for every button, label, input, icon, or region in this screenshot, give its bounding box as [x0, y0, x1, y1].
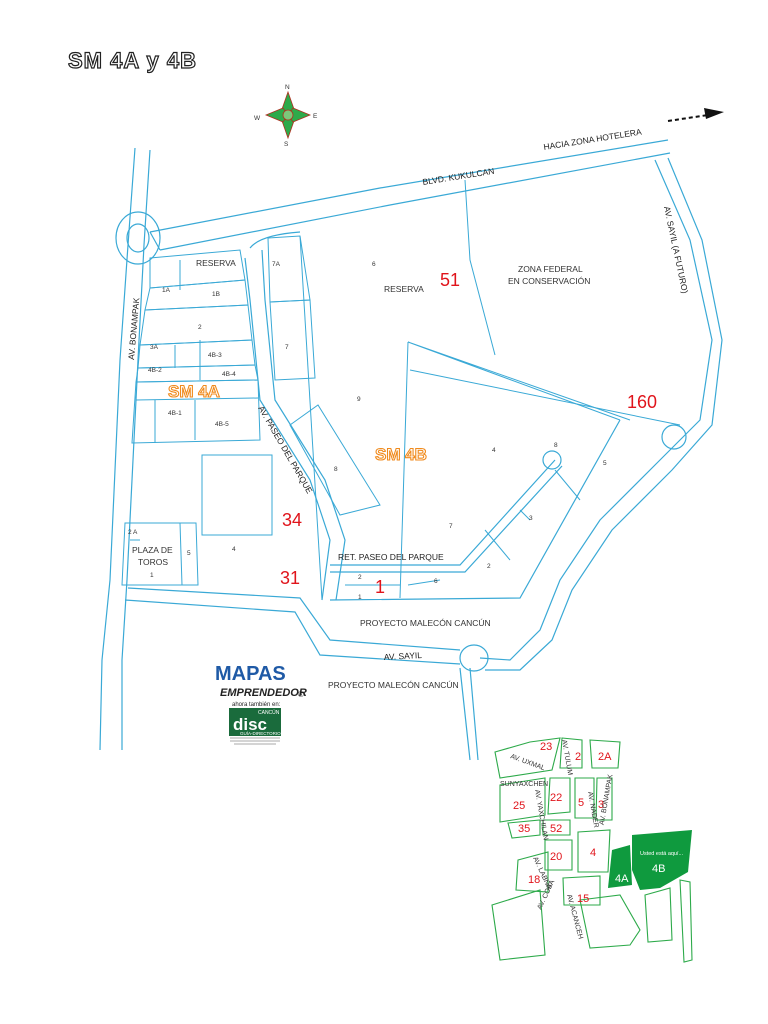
- hacia-label: HACIA ZONA HOTELERA: [543, 127, 643, 152]
- inset-4a-area: [608, 845, 632, 888]
- compass-n: N: [285, 84, 290, 91]
- logo-registered: ®: [298, 690, 304, 699]
- av-paseo-del-parque: [244, 231, 346, 601]
- lot-2b: 2: [487, 563, 491, 570]
- lots-sm4a: [121, 249, 273, 586]
- inset-4a: 4A: [615, 873, 629, 885]
- lot-7b: 7: [449, 523, 453, 530]
- lot-2: 2: [198, 324, 202, 331]
- malecon-label-2: PROYECTO MALECÓN CANCÚN: [328, 680, 459, 690]
- sm-number-51: 51: [440, 270, 460, 290]
- inset-52: 52: [550, 823, 562, 835]
- sm-number-160: 160: [627, 392, 657, 412]
- compass-w: W: [254, 115, 261, 122]
- arrow-icon: [667, 108, 724, 122]
- mapas-emprendedor-logo: MAPAS EMPRENDEDOR ® ahora también en: CA…: [215, 663, 307, 745]
- inset-4b-area: [632, 830, 692, 890]
- compass-s: S: [284, 141, 289, 148]
- lot-2a: 2 A: [128, 529, 138, 536]
- lot-3a: 3A: [150, 344, 159, 351]
- inset-uxmal: AV. UXMAL: [509, 753, 545, 772]
- inset-5: 5: [578, 797, 584, 809]
- lot-1b: 1B: [212, 291, 220, 298]
- inset-25: 25: [513, 800, 525, 812]
- inset-4b: 4B: [652, 863, 665, 875]
- lot-4: 4: [492, 447, 496, 454]
- lot-7: 7: [285, 344, 289, 351]
- inset-3: 3: [598, 799, 604, 811]
- zona-federal-1: ZONA FEDERAL: [518, 264, 583, 274]
- logo-cancun: CANCÚN: [258, 709, 280, 716]
- lot-4c: 4: [232, 546, 236, 553]
- inset-22: 22: [550, 792, 562, 804]
- inset-20: 20: [550, 851, 562, 863]
- lot-5c: 5: [187, 550, 191, 557]
- sayil-futuro-label: AV. SAYIL (A FUTURO): [662, 205, 690, 294]
- lot-4b4: 4B-4: [222, 371, 236, 378]
- zona-federal-2: EN CONSERVACIÓN: [508, 276, 590, 286]
- inset-15: 15: [577, 893, 589, 905]
- ret-paseo-del-parque: [329, 419, 621, 601]
- reserva-mid-label: RESERVA: [384, 284, 424, 294]
- reserva-top-label: RESERVA: [196, 258, 236, 268]
- inset-aqui: Usted está aquí...: [640, 851, 684, 857]
- lot-4b3: 4B-3: [208, 352, 222, 359]
- lot-8: 8: [334, 466, 338, 473]
- lot-8b: 8: [554, 442, 558, 449]
- inset-tulum: AV. TULUM: [560, 739, 573, 776]
- lot-1d: 1: [150, 572, 154, 579]
- lot-5: 5: [603, 460, 607, 467]
- lots-sm4b: [267, 179, 681, 601]
- av-sayil: [124, 587, 489, 761]
- sayil-label: AV. SAYIL: [384, 650, 423, 662]
- inset-18: 18: [528, 874, 540, 886]
- inset-sunyaxchen: SUNYAXCHEN: [500, 781, 548, 788]
- lot-3: 3: [529, 515, 533, 522]
- kukulcan-label: BLVD. KUKULCAN: [422, 166, 495, 187]
- logo-emprendedor: EMPRENDEDOR: [220, 687, 307, 699]
- compass-e: E: [313, 113, 318, 120]
- map-title: SM 4A y 4B: [67, 47, 198, 73]
- malecon-label-1: PROYECTO MALECÓN CANCÚN: [360, 618, 491, 628]
- sm-number-34: 34: [282, 510, 302, 530]
- inset-map: 23 2 2A 22 5 3 25 35 52 20 4 18 15 4A 4B…: [491, 737, 693, 963]
- av-bonampak: [99, 147, 161, 751]
- av-sayil-futuro: [479, 157, 723, 671]
- lot-9: 9: [357, 396, 361, 403]
- sm-number-1: 1: [375, 577, 385, 597]
- sm-number-31: 31: [280, 568, 300, 588]
- lot-6b: 6: [434, 578, 438, 585]
- compass-rose: N S E W: [254, 84, 318, 148]
- logo-mapas: MAPAS: [215, 663, 286, 685]
- logo-guia: GUÍA-DIRECTORIO: [240, 730, 281, 736]
- ret-paseo-label: RET. PASEO DEL PARQUE: [338, 552, 444, 562]
- lot-1c: 1: [358, 594, 362, 601]
- plaza-label-2: TOROS: [138, 557, 168, 567]
- blvd-kukulcan: [149, 139, 671, 251]
- lot-4b2: 4B-2: [148, 367, 162, 374]
- inset-2a: 2A: [598, 751, 612, 763]
- plaza-label-1: PLAZA DE: [132, 545, 173, 555]
- lot-4b5: 4B-5: [215, 421, 229, 428]
- logo-disc: disc: [233, 715, 267, 734]
- inset-2: 2: [575, 751, 581, 763]
- inset-35: 35: [518, 823, 530, 835]
- lot-6: 6: [372, 261, 376, 268]
- inset-4: 4: [590, 847, 596, 859]
- sm4b-label: SM 4B: [375, 445, 427, 464]
- logo-tambien: ahora también en:: [232, 702, 281, 708]
- inset-23: 23: [540, 741, 552, 753]
- lot-7a: 7A: [272, 261, 281, 268]
- sm4a-label: SM 4A: [168, 382, 220, 401]
- lot-2c: 2: [358, 574, 362, 581]
- lot-4b1: 4B-1: [168, 410, 182, 417]
- lot-1a: 1A: [162, 287, 171, 294]
- inset-yaxchilan: AV. YAXCHILAN: [533, 789, 549, 841]
